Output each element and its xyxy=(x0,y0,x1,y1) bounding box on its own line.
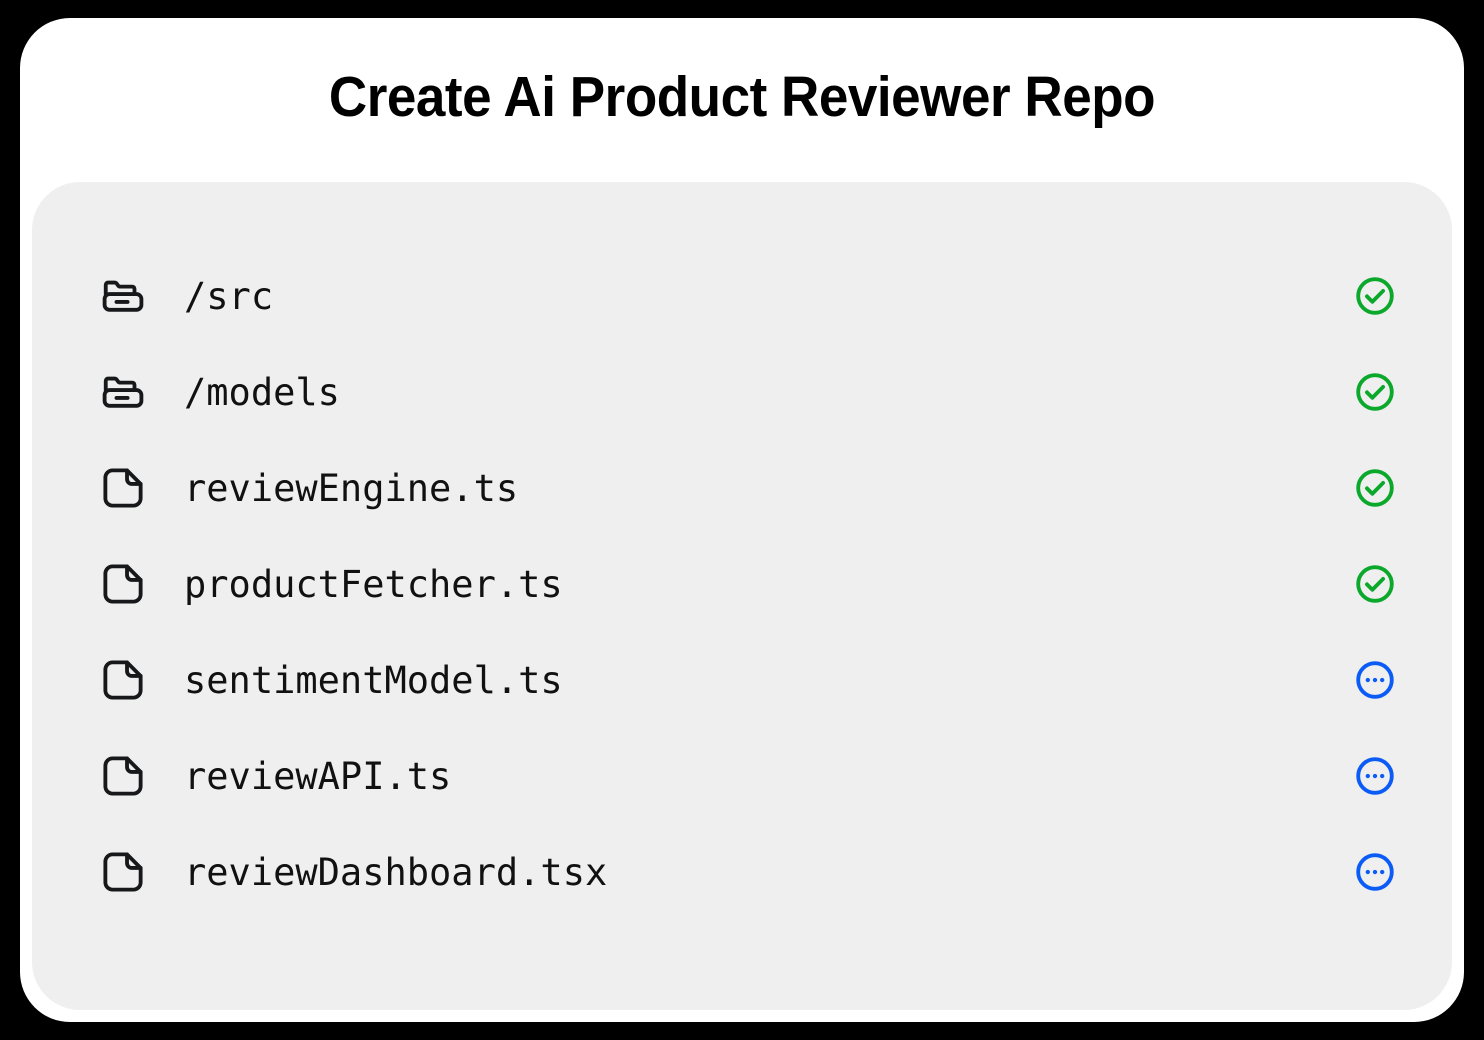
file-row-label: reviewEngine.ts xyxy=(184,466,519,510)
check-circle-icon[interactable] xyxy=(1354,563,1396,605)
check-circle-icon[interactable] xyxy=(1354,467,1396,509)
status-badge[interactable] xyxy=(1354,851,1396,893)
status-badge[interactable] xyxy=(1354,563,1396,605)
file-row-label: sentimentModel.ts xyxy=(184,658,563,702)
file-row[interactable]: reviewDashboard.tsx xyxy=(32,824,1452,920)
file-row[interactable]: reviewAPI.ts xyxy=(32,728,1452,824)
file-row[interactable]: /models xyxy=(32,344,1452,440)
app-card: Create Ai Product Reviewer Repo /src/mod… xyxy=(20,18,1464,1022)
status-badge[interactable] xyxy=(1354,755,1396,797)
file-row-label: /models xyxy=(184,370,340,414)
status-badge[interactable] xyxy=(1354,467,1396,509)
status-badge[interactable] xyxy=(1354,275,1396,317)
ellipsis-circle-icon[interactable] xyxy=(1354,755,1396,797)
file-icon xyxy=(103,468,143,508)
check-circle-icon[interactable] xyxy=(1354,275,1396,317)
file-row[interactable]: reviewEngine.ts xyxy=(32,440,1452,536)
page-title: Create Ai Product Reviewer Repo xyxy=(328,65,1156,129)
file-row[interactable]: sentimentModel.ts xyxy=(32,632,1452,728)
file-icon xyxy=(103,756,143,796)
status-badge[interactable] xyxy=(1354,659,1396,701)
file-row-label: reviewDashboard.tsx xyxy=(184,850,608,894)
ellipsis-circle-icon[interactable] xyxy=(1354,851,1396,893)
ellipsis-circle-icon[interactable] xyxy=(1354,659,1396,701)
file-icon xyxy=(103,660,143,700)
file-icon xyxy=(103,564,143,604)
check-circle-icon[interactable] xyxy=(1354,371,1396,413)
folder-archive-icon xyxy=(102,280,144,312)
file-row[interactable]: /src xyxy=(32,248,1452,344)
folder-archive-icon xyxy=(102,376,144,408)
file-icon xyxy=(103,852,143,892)
status-badge[interactable] xyxy=(1354,371,1396,413)
file-row-label: /src xyxy=(184,274,274,318)
file-row-label: productFetcher.ts xyxy=(184,562,563,606)
file-row[interactable]: productFetcher.ts xyxy=(32,536,1452,632)
file-row-label: reviewAPI.ts xyxy=(184,754,452,798)
file-list-panel: /src/models reviewEngine.ts productFetcher… xyxy=(32,182,1452,1010)
